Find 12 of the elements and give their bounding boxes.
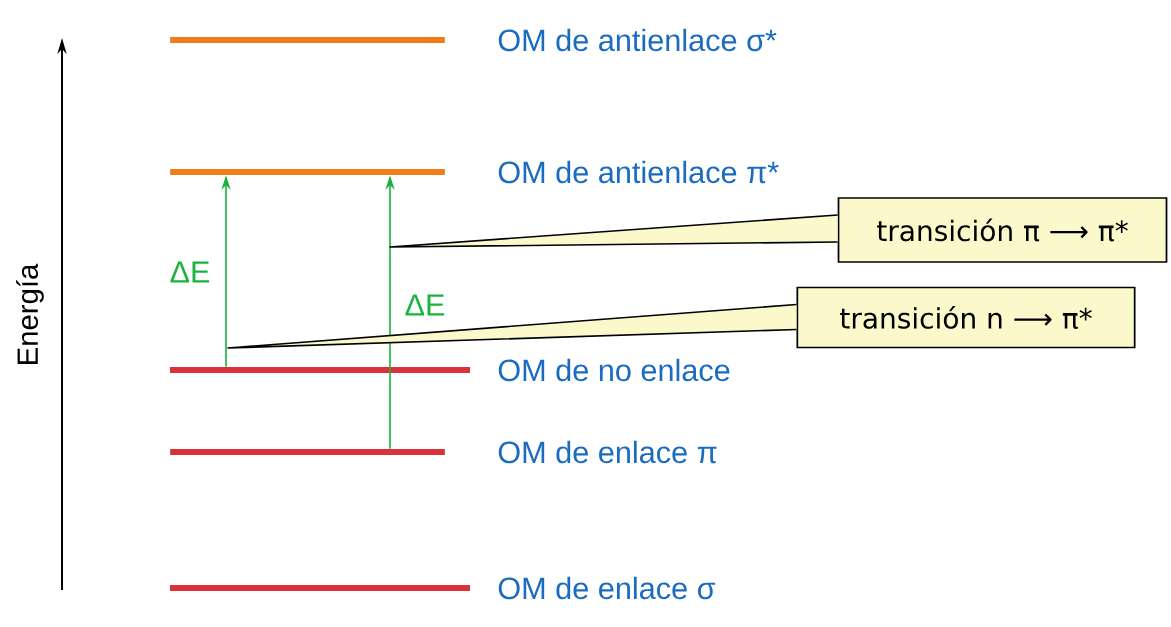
edge-label: ΔE: [168, 260, 212, 284]
callout-box: transición π ⟶ π*: [837, 197, 1168, 263]
edge-label: ΔE: [403, 293, 447, 317]
leader-line: [227, 303, 798, 349]
level-label: OM de enlace σ: [498, 576, 716, 600]
axis-label: Energía: [16, 263, 44, 364]
level-label: OM de enlace π: [498, 440, 717, 464]
level-label: OM de no enlace: [498, 358, 730, 382]
level-label: OM de antienlace σ*: [498, 28, 777, 52]
callout-box: transición n ⟶ π*: [796, 286, 1136, 349]
level-label: OM de antienlace π*: [498, 160, 779, 184]
leader-line: [389, 214, 839, 248]
